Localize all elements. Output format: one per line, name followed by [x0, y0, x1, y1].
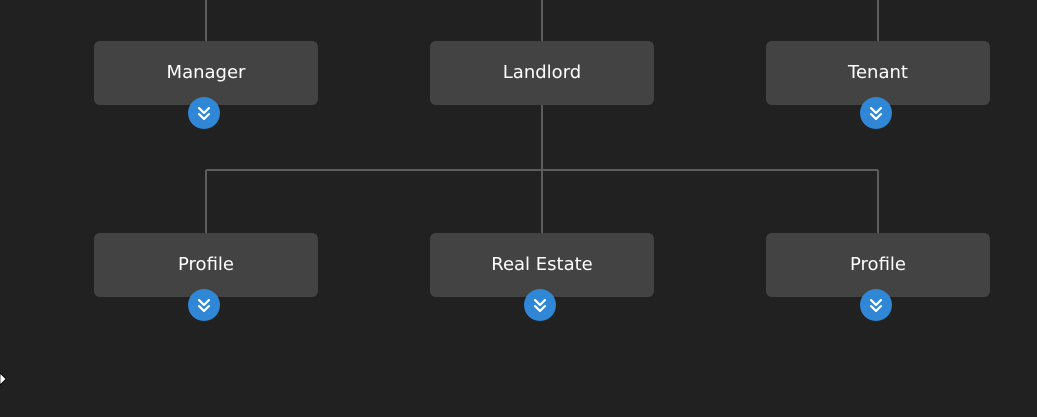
node-label: Manager: [166, 62, 246, 83]
chevron-double-down-icon: [869, 298, 883, 313]
node-landlord[interactable]: Landlord: [430, 41, 654, 105]
node-label: Real Estate: [491, 254, 593, 275]
expand-tenant-button[interactable]: [860, 97, 892, 129]
node-profile-right[interactable]: Profile: [766, 233, 990, 297]
node-label: Profile: [850, 254, 906, 275]
node-manager[interactable]: Manager: [94, 41, 318, 105]
node-label: Tenant: [848, 62, 908, 83]
node-tenant[interactable]: Tenant: [766, 41, 990, 105]
node-profile-left[interactable]: Profile: [94, 233, 318, 297]
chevron-double-down-icon: [197, 106, 211, 121]
node-label: Landlord: [502, 62, 582, 83]
mouse-cursor-icon: [0, 373, 6, 385]
chevron-double-down-icon: [197, 298, 211, 313]
expand-manager-button[interactable]: [188, 97, 220, 129]
expand-real-estate-button[interactable]: [524, 289, 556, 321]
expand-profile-left-button[interactable]: [188, 289, 220, 321]
chevron-double-down-icon: [533, 298, 547, 313]
chevron-double-down-icon: [869, 106, 883, 121]
expand-profile-right-button[interactable]: [860, 289, 892, 321]
node-label: Profile: [178, 254, 234, 275]
node-real-estate[interactable]: Real Estate: [430, 233, 654, 297]
